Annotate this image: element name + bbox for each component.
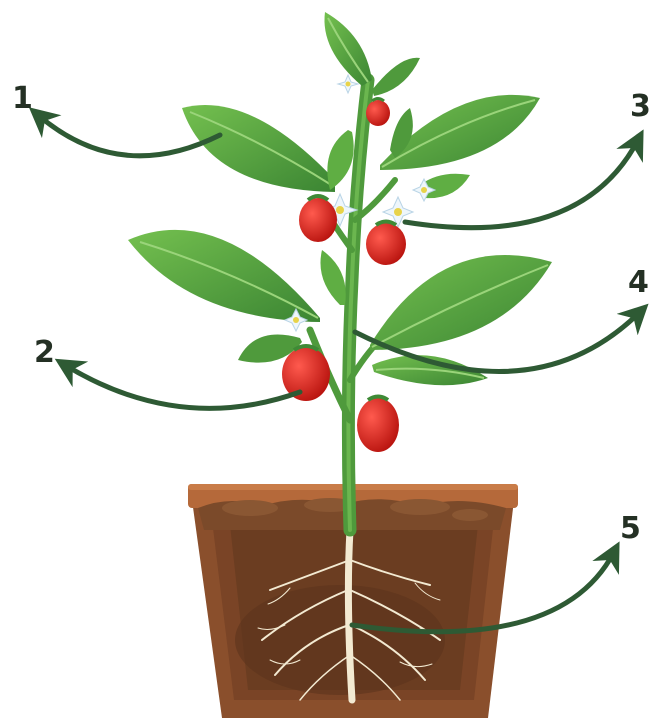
label-1: 1: [12, 81, 33, 116]
label-3: 3: [630, 89, 651, 124]
label-4: 4: [628, 265, 649, 300]
label-2: 2: [34, 335, 55, 370]
label-5: 5: [620, 511, 641, 546]
